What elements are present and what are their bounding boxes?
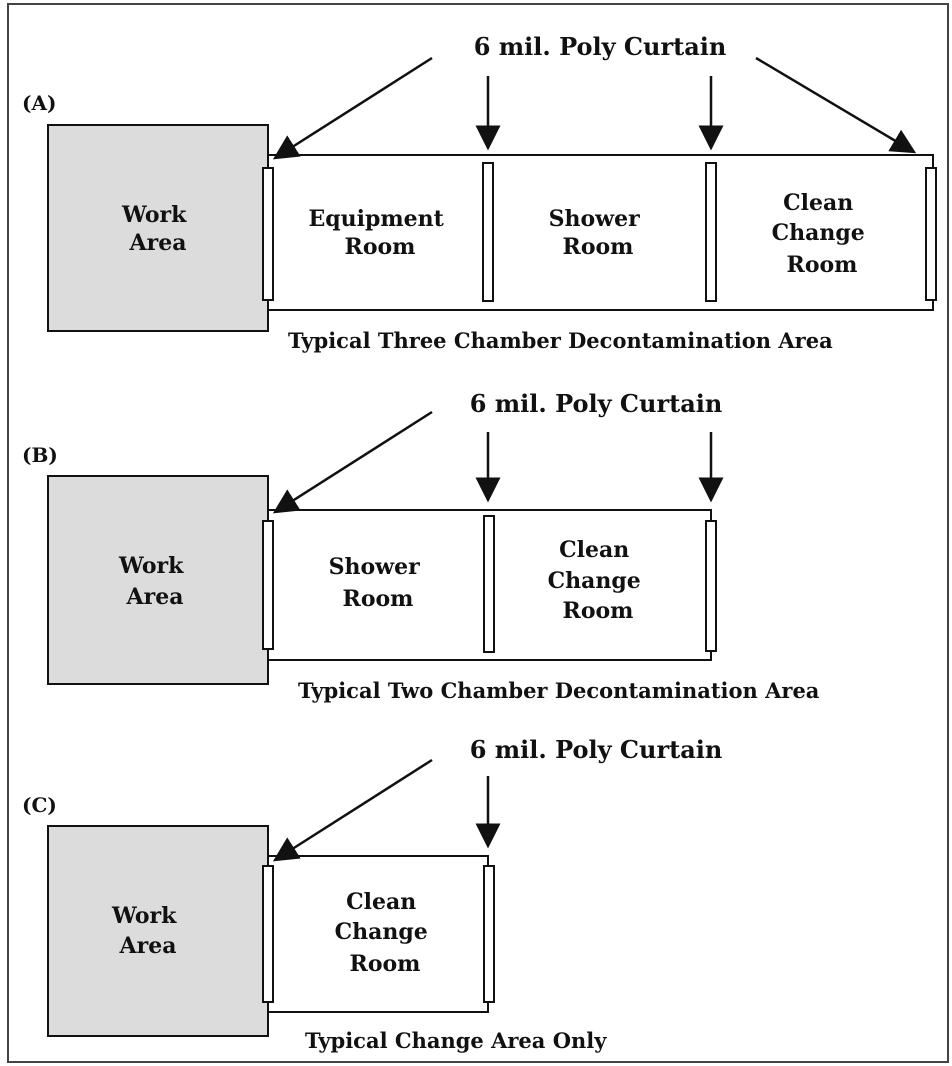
work-area-box-b [47, 475, 269, 685]
curtain-label-c: 6 mil. Poly Curtain [470, 735, 723, 764]
work-area-line2-a: Area [129, 230, 187, 256]
arrow-b-1 [272, 410, 433, 514]
curtain-3-a [705, 162, 717, 302]
work-area-box-c [47, 825, 269, 1037]
arrow-c-1 [272, 758, 433, 862]
work-area-label-a: Work Area [121, 202, 194, 256]
room-a-3: Clean Change Room [772, 190, 873, 278]
work-area-line1-a: Work [121, 202, 187, 228]
figure-frame [7, 3, 949, 1063]
caption-c: Typical Change Area Only [305, 1028, 607, 1053]
section-a: (A) 6 mil. Poly Curtain Work Area Equipm… [22, 32, 937, 353]
room-a-2: Shower Room [549, 206, 648, 260]
curtain-2-c [483, 865, 495, 1003]
work-area-label-b: Work Area [118, 553, 191, 610]
arrow-a-4 [755, 56, 917, 154]
section-c-id: (C) [22, 793, 57, 817]
curtain-1-b [262, 520, 274, 650]
room-c-1: Clean Change Room [335, 889, 436, 977]
room-b-1: Shower Room [329, 554, 428, 612]
curtain-2-a [482, 162, 494, 302]
section-b: (B) 6 mil. Poly Curtain Work Area Shower… [22, 389, 820, 703]
work-area-box-a [47, 124, 269, 332]
caption-b: Typical Two Chamber Decontamination Area [298, 678, 820, 703]
curtain-label-a: 6 mil. Poly Curtain [474, 32, 727, 61]
curtain-4-a [925, 167, 937, 301]
section-c: (C) 6 mil. Poly Curtain Work Area Clean … [22, 735, 722, 1053]
curtain-2-b [483, 515, 495, 653]
arrow-a-1 [272, 56, 433, 160]
room-b-2: Clean Change Room [548, 537, 649, 624]
curtain-label-b: 6 mil. Poly Curtain [470, 389, 723, 418]
caption-a: Typical Three Chamber Decontamination Ar… [288, 328, 833, 353]
section-b-id: (B) [22, 443, 58, 467]
curtain-3-b [705, 520, 717, 652]
work-area-label-c: Work Area [111, 903, 184, 959]
curtain-1-a [262, 167, 274, 301]
room-a-1: Equipment Room [309, 206, 452, 260]
section-a-id: (A) [22, 91, 56, 115]
curtain-1-c [262, 865, 274, 1003]
